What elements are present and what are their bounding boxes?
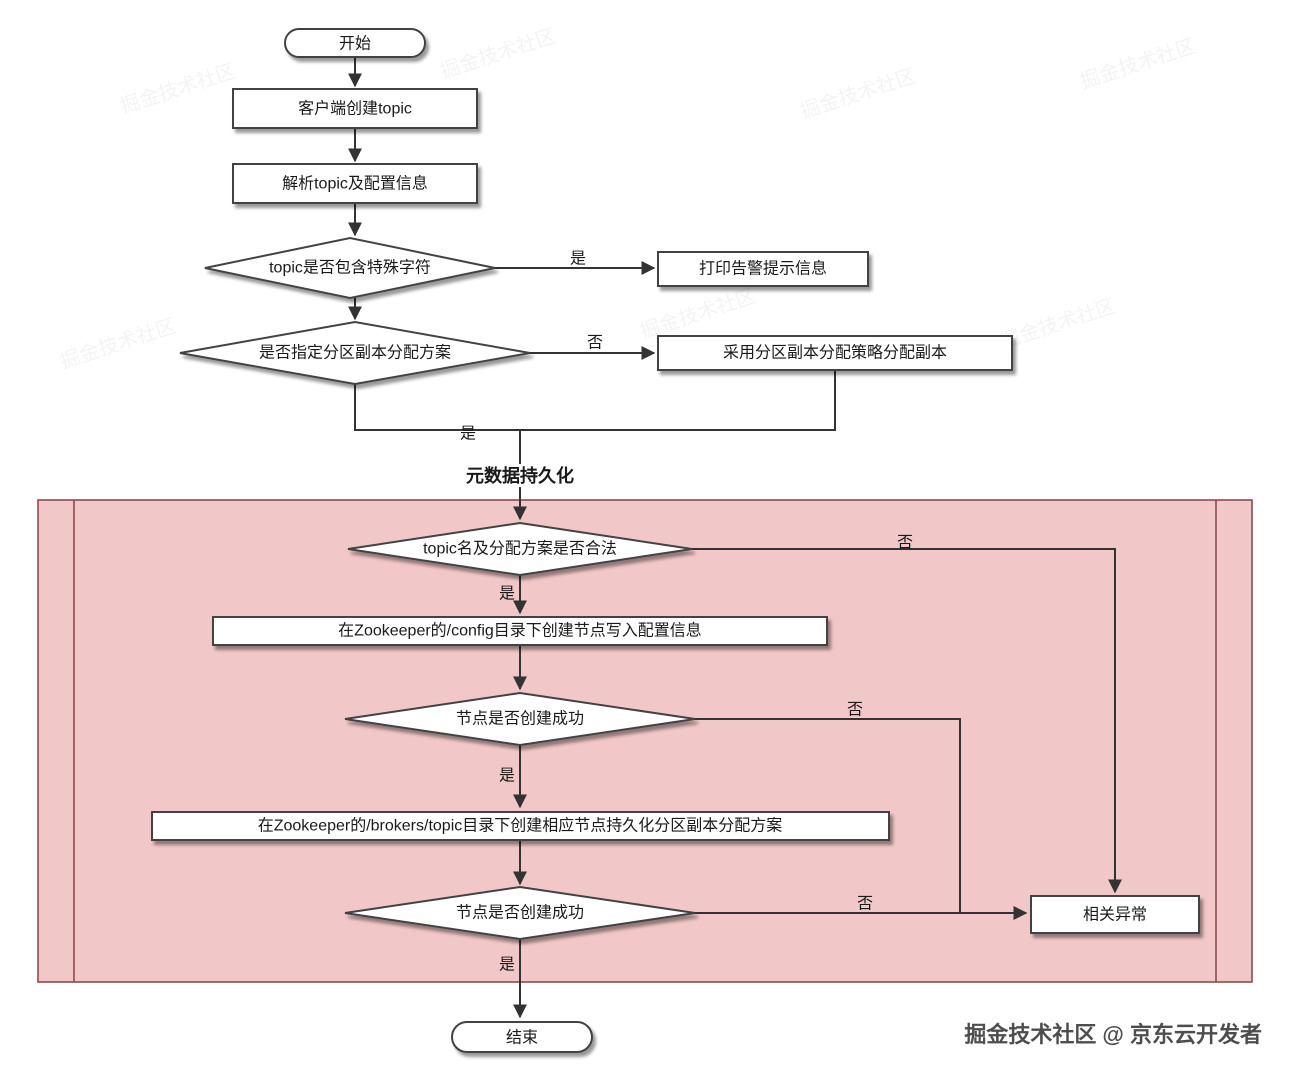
edge-label-valid-no: 否: [897, 535, 913, 552]
create-config-node: [212, 616, 828, 646]
edge-label-assign-no: 否: [587, 335, 603, 352]
print-warning-node: [657, 251, 869, 287]
credit-watermark: 掘金技术社区 @ 京东云开发者: [964, 1022, 1262, 1047]
nodes: 开始 客户端创建topic 解析topic及配置信息 topic是否包含特殊字符…: [151, 28, 1200, 1053]
edge-strategy-down-join: [520, 370, 836, 431]
background-watermark: 掘金技术社区: [1077, 34, 1198, 93]
topic-plan-valid-label: topic名及分配方案是否合法: [423, 540, 617, 558]
edge-label-special-yes: 是: [570, 251, 586, 268]
client-create-topic-label: 客户端创建topic: [298, 100, 412, 118]
connectors: [348, 57, 1122, 1019]
assignment-specified-label: 是否指定分区副本分配方案: [259, 344, 451, 362]
start-node-label: 开始: [339, 35, 371, 53]
node-created-1-label: 节点是否创建成功: [456, 710, 584, 728]
background-watermark: 掘金技术社区: [437, 24, 558, 83]
node-created-2-label: 节点是否创建成功: [456, 904, 584, 922]
background-watermark: 掘金技术社区: [57, 314, 178, 373]
parse-topic-config-node: [232, 163, 478, 204]
start-node: [284, 28, 426, 58]
use-assignment-strategy-label: 采用分区副本分配策略分配副本: [723, 344, 947, 362]
background-watermark: 掘金技术社区: [637, 284, 758, 343]
end-node-label: 结束: [506, 1029, 538, 1047]
background-watermark: 掘金技术社区: [797, 64, 918, 123]
assignment-specified-decision: [179, 320, 531, 386]
edge-label-valid-yes: 是: [499, 586, 515, 603]
background-watermark: 掘金技术社区: [117, 59, 238, 118]
edge-label-node2-no: 否: [857, 896, 873, 913]
edge-check1-no-down: [695, 718, 961, 913]
print-warning-label: 打印告警提示信息: [699, 260, 827, 278]
parse-topic-config-label: 解析topic及配置信息: [282, 175, 428, 193]
client-create-topic-node: [232, 88, 478, 129]
related-exception-node: [1030, 895, 1200, 934]
create-config-node-label: 在Zookeeper的/config目录下创建节点写入配置信息: [338, 622, 702, 640]
topic-plan-valid-decision: [347, 521, 693, 577]
edge-label-node2-yes: 是: [499, 957, 515, 974]
edge-label-assign-yes: 是: [460, 426, 476, 443]
topic-special-chars-decision: [204, 236, 496, 300]
end-node: [451, 1021, 593, 1053]
metadata-persistence-label-mask: [454, 464, 586, 487]
related-exception-label: 相关异常: [1083, 906, 1147, 924]
edge-validcheck-no-to-exception: [692, 548, 1122, 894]
edge-label-node1-no: 否: [847, 702, 863, 719]
use-assignment-strategy-node: [657, 335, 1013, 371]
edge-label-node1-yes: 是: [499, 768, 515, 785]
node-created-2-decision: [344, 885, 696, 941]
node-created-1-decision: [344, 691, 696, 747]
metadata-persistence-label: 元数据持久化: [466, 465, 574, 486]
create-brokers-node-label: 在Zookeeper的/brokers/topic目录下创建相应节点持久化分区副…: [258, 816, 783, 835]
edge-assigncheck-yes-down: [354, 384, 520, 431]
create-brokers-node: [151, 811, 890, 841]
edge-labels: 是 否 是 否 是 否 是 否 是: [460, 251, 913, 974]
topic-special-chars-label: topic是否包含特殊字符: [269, 259, 431, 277]
background-watermark: 掘金技术社区: [997, 294, 1118, 353]
